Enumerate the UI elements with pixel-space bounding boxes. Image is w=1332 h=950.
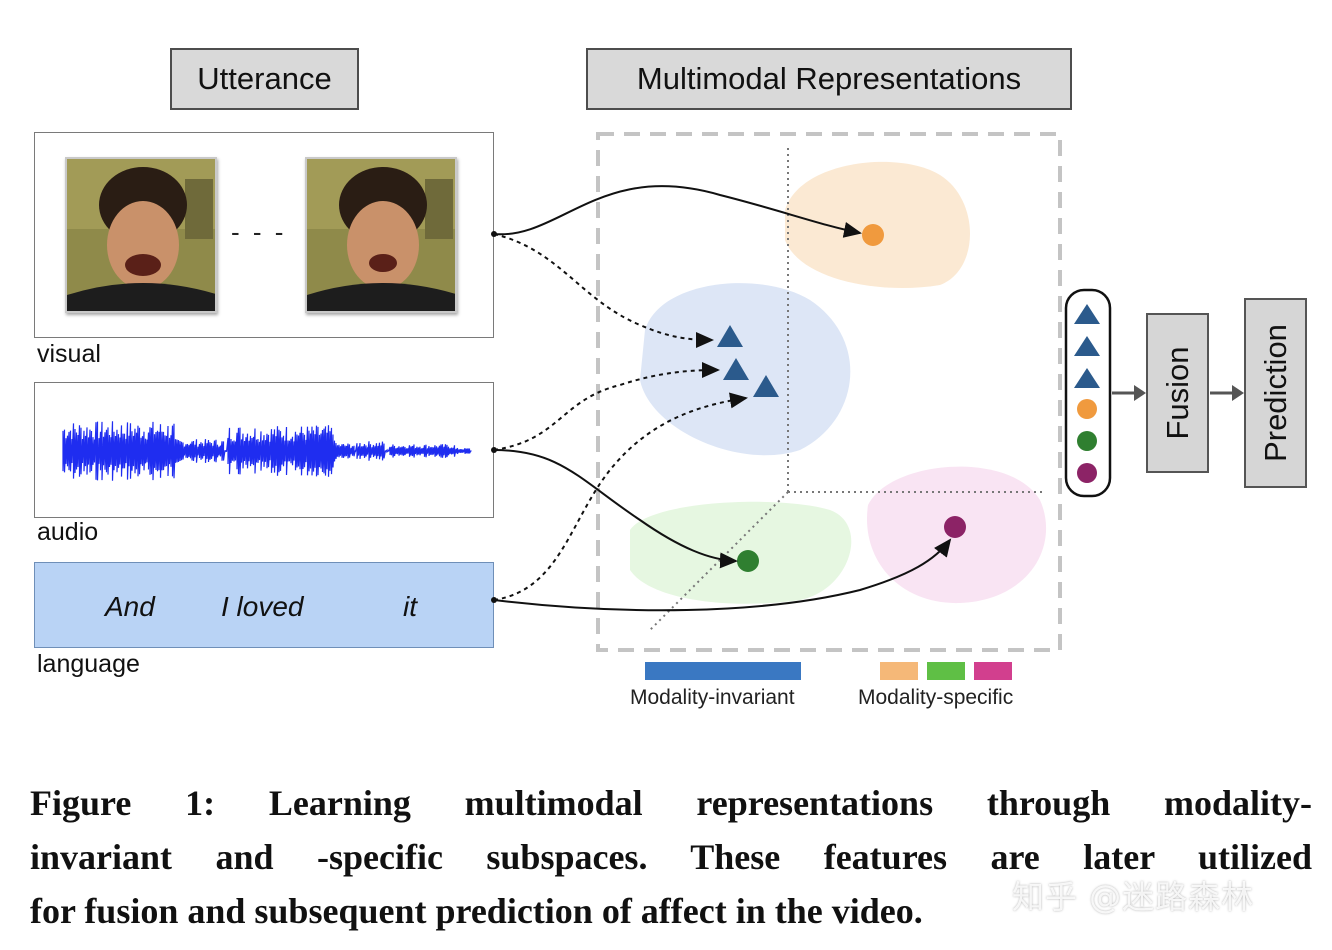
- language-invariant-arrow: [493, 392, 748, 601]
- watermark: 知乎 @迷路森林: [1012, 878, 1255, 916]
- audio-specific-arrow: [493, 449, 738, 569]
- language-specific-point: [944, 516, 966, 538]
- visual-invariant-arrow: [493, 233, 714, 348]
- arrow-head: [1232, 385, 1244, 401]
- audio-label: audio: [37, 518, 99, 546]
- invariant-point-triangle: [723, 358, 749, 380]
- invariant-point-triangle: [717, 325, 743, 347]
- fusion-box: Fusion: [1146, 313, 1209, 473]
- caption-line: Figure 1: Learning multimodal representa…: [30, 783, 1312, 823]
- stack-circle: [1077, 431, 1097, 451]
- utterance-header-label: Utterance: [197, 61, 332, 96]
- language-word: I loved: [221, 591, 304, 622]
- visual-subspace-blob: [785, 161, 970, 288]
- fusion-label: Fusion: [1159, 346, 1195, 440]
- audio-specific-point: [737, 550, 759, 572]
- caption-line: for fusion and subsequent prediction of …: [30, 891, 923, 931]
- invariant-subspace-blob: [640, 283, 851, 456]
- utterance-header: Utterance: [170, 48, 359, 110]
- axis-diagonal: [649, 491, 789, 631]
- face-frame-first: [65, 157, 217, 313]
- multimodal-header-label: Multimodal Representations: [636, 61, 1022, 96]
- visual-specific-point: [862, 224, 884, 246]
- stack-circle: [1077, 399, 1097, 419]
- visual-panel: - - -: [34, 132, 494, 338]
- figure-caption: Figure 1: Learning multimodal representa…: [30, 776, 1312, 938]
- legend-specific-swatch: [880, 662, 918, 680]
- language-panel: And I loved it: [34, 562, 494, 648]
- legend-specific-swatch: [927, 662, 965, 680]
- language-specific-arrow: [493, 538, 952, 612]
- prediction-label: Prediction: [1257, 324, 1293, 462]
- multimodal-header: Multimodal Representations: [586, 48, 1072, 110]
- face-frame-last: [305, 157, 457, 313]
- representation-space: [491, 132, 1244, 680]
- face-image: [67, 159, 215, 311]
- audio-panel: [34, 382, 494, 518]
- stack-triangle: [1074, 368, 1100, 388]
- arrow-head: [1134, 385, 1146, 401]
- frame-separator: - - -: [231, 217, 287, 247]
- legend-invariant-label: Modality-invariant: [630, 686, 795, 709]
- legend-specific-swatch: [974, 662, 1012, 680]
- legend-specific-label: Modality-specific: [858, 686, 1014, 709]
- stack-triangle: [1074, 304, 1100, 324]
- face-image: [307, 159, 455, 311]
- language-word: And: [105, 591, 155, 622]
- language-label: language: [37, 650, 140, 678]
- caption-line: invariant and -specific subspaces. These…: [30, 837, 1312, 877]
- audio-waveform: [62, 421, 472, 481]
- invariant-point-triangle: [753, 375, 779, 397]
- audio-subspace-blob: [630, 501, 852, 604]
- feature-stack: [1064, 288, 1112, 498]
- prediction-box: Prediction: [1244, 298, 1307, 488]
- legend-invariant-swatch: [645, 662, 801, 680]
- language-word: it: [403, 591, 417, 622]
- visual-label: visual: [37, 340, 101, 368]
- visual-specific-arrow: [493, 185, 862, 238]
- stack-circle: [1077, 463, 1097, 483]
- stack-triangle: [1074, 336, 1100, 356]
